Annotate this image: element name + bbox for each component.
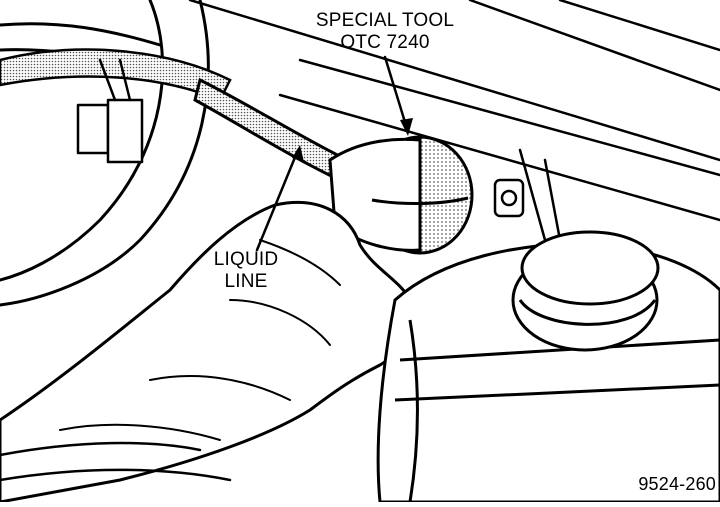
liquid-line-label: LIQUID LINE	[196, 249, 296, 293]
liquid-line-label-line1: LIQUID	[213, 249, 279, 270]
special-tool-label-line1: SPECIAL TOOL	[315, 10, 455, 31]
wire-connector	[76, 58, 144, 164]
special-tool	[328, 135, 474, 255]
special-tool-label-line2: OTC 7240	[340, 32, 430, 53]
lower-trim	[0, 441, 232, 482]
engine-bay-panels	[188, 0, 720, 242]
special-tool-label: SPECIAL TOOL OTC 7240	[305, 10, 465, 54]
hand-arm	[0, 200, 415, 504]
mount-bolt	[493, 178, 525, 218]
left-hose	[0, 0, 210, 307]
leader-arrowheads	[292, 118, 413, 162]
reservoir-cap	[511, 230, 660, 352]
figure-code: 9524-260	[638, 474, 716, 494]
liquid-line-label-line2: LINE	[224, 271, 268, 292]
hand-folds	[59, 239, 341, 441]
